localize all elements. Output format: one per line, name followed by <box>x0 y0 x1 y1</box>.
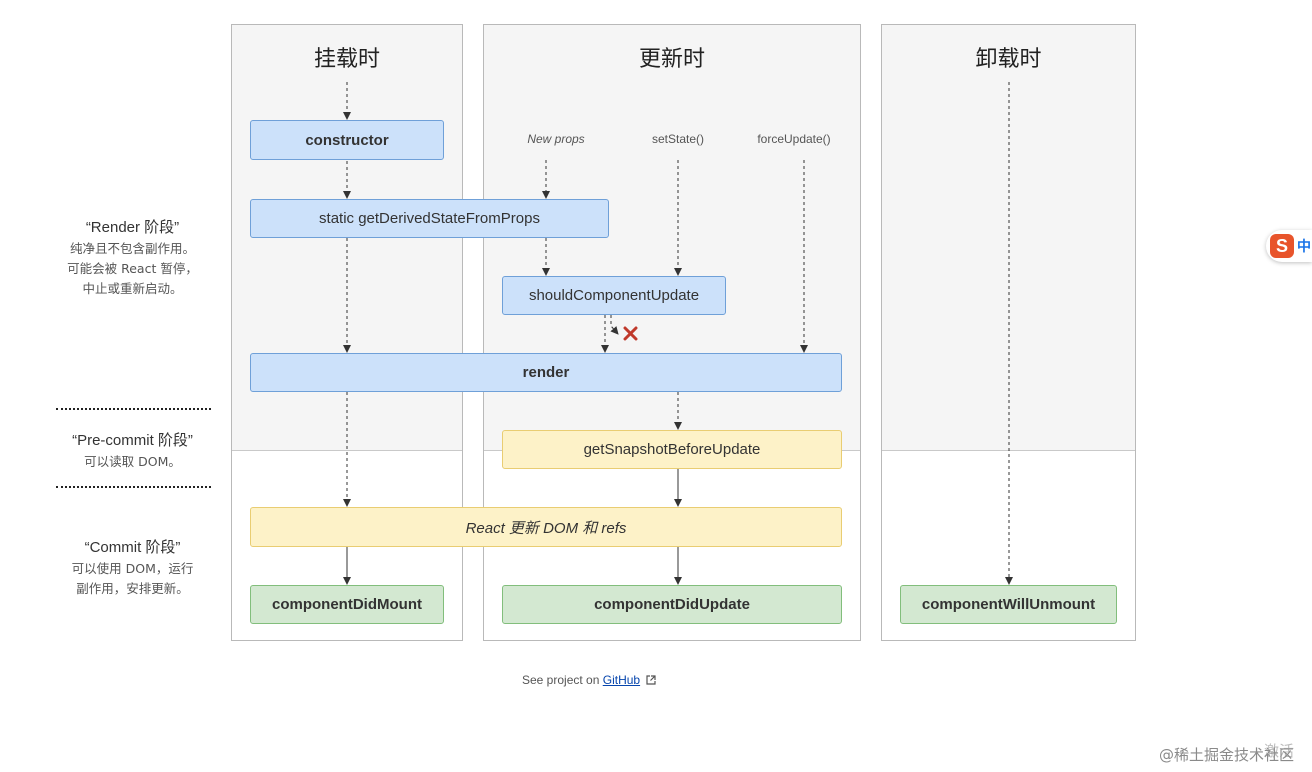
ime-language-label: 中 <box>1297 239 1311 255</box>
precommit-phase-title: “Pre-commit 阶段” <box>72 432 193 449</box>
component-did-mount-node: componentDidMount <box>250 585 444 624</box>
force-update-label: forceUpdate() <box>757 132 831 146</box>
watermark: @稀土掘金技术社区 <box>1158 746 1294 764</box>
get-snapshot-node: getSnapshotBeforeUpdate <box>502 430 842 469</box>
render-phase-desc-line: 中止或重新启动。 <box>82 281 183 296</box>
react-update-dom-node: React 更新 DOM 和 refs <box>250 507 842 547</box>
cancel-cross-icon <box>623 326 638 341</box>
component-did-update-node: componentDidUpdate <box>502 585 842 624</box>
commit-phase-title: “Commit 阶段” <box>84 539 181 556</box>
set-state-label: setState() <box>651 132 705 146</box>
external-link-icon <box>646 674 657 688</box>
render-phase-title: “Render 阶段” <box>85 219 180 236</box>
render-node: render <box>250 353 842 392</box>
precommit-phase-desc-line: 可以读取 DOM。 <box>84 454 181 469</box>
commit-phase-desc-line: 副作用，安排更新。 <box>76 581 189 596</box>
phase-divider-render-precommit <box>56 408 211 410</box>
footer-prefix: See project on <box>522 673 600 687</box>
github-link[interactable]: GitHub <box>602 673 641 687</box>
should-component-update-node: shouldComponentUpdate <box>502 276 726 315</box>
precommit-phase-desc: 可以读取 DOM。 <box>40 452 225 472</box>
footer: See project on GitHub <box>522 673 657 688</box>
update-column-title: 更新时 <box>638 47 705 72</box>
constructor-node: constructor <box>250 120 444 160</box>
component-will-unmount-node: componentWillUnmount <box>900 585 1117 624</box>
ime-toolbar[interactable]: S 中 <box>1266 230 1312 262</box>
sogou-logo-icon: S <box>1270 234 1294 258</box>
mount-column-title: 挂载时 <box>313 47 380 72</box>
get-derived-state-node: static getDerivedStateFromProps <box>250 199 609 238</box>
commit-phase-desc-line: 可以使用 DOM，运行 <box>71 561 194 576</box>
unmount-column-title: 卸载时 <box>975 47 1042 72</box>
render-phase-desc: 纯净且不包含副作用。 可能会被 React 暂停， 中止或重新启动。 <box>40 239 225 299</box>
arrow-scu-to-cancel <box>610 315 619 335</box>
phase-divider-precommit-commit <box>56 486 211 488</box>
render-phase-desc-line: 可能会被 React 暂停， <box>67 261 198 276</box>
os-activation-notice: 激活 <box>1263 742 1294 760</box>
render-phase-desc-line: 纯净且不包含副作用。 <box>69 241 195 256</box>
new-props-label: New props <box>527 132 585 146</box>
commit-phase-desc: 可以使用 DOM，运行 副作用，安排更新。 <box>40 559 225 599</box>
